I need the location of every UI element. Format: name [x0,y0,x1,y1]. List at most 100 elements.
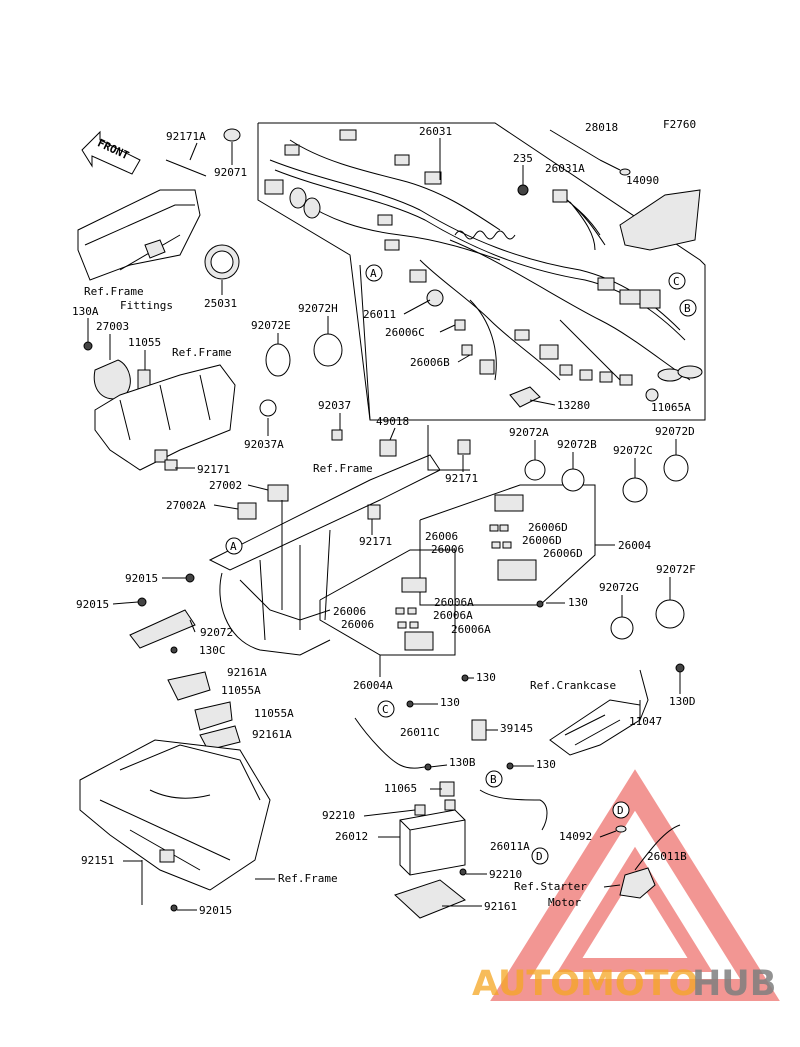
part-label: 26006A [451,623,491,636]
part-label: 26012 [335,830,368,843]
circle-ref-D-2: D [612,801,630,819]
part-label: 130C [199,644,226,657]
part-label: 92072C [613,444,653,457]
part-label: 11055A [254,707,294,720]
starter-motor-drawing [615,824,681,899]
ref-label: Ref.Crankcase [530,679,616,692]
part-label: 130 [440,696,460,709]
part-labels: 92171A 92071 26031 235 28018 26031A 1409… [72,121,696,917]
leader-lines [87,138,681,911]
part-label: 92072B [557,438,597,451]
ref-label: Fittings [120,299,173,312]
part-label: 26011C [400,726,440,739]
part-label: 26006 [333,605,366,618]
part-label: 92071 [214,166,247,179]
circle-ref-D-1: D [531,847,549,865]
watermark-text-part2: HUB [692,964,776,1004]
frame-fittings-drawing [77,189,201,281]
watermark-text-part1: AUTOMOTO [472,964,698,1004]
part-label: 92171 [197,463,230,476]
part-label: 92072G [599,581,639,594]
part-label: 26011A [490,840,530,853]
part-label: 27002A [166,499,206,512]
lower-frame-drawing [79,739,271,912]
part-label: 49018 [376,415,409,428]
part-label: 130 [476,671,496,684]
part-label: 235 [513,152,533,165]
part-label: 130B [449,756,476,769]
part-label: 13280 [557,399,590,412]
circle-ref-A-1: A [365,264,383,282]
svg-text:B: B [490,773,497,786]
battery-drawing [394,799,467,919]
part-label: 92161 [484,900,517,913]
part-label: 26006A [433,609,473,622]
part-label: 26006A [434,596,474,609]
part-label: 26006D [522,534,562,547]
part-label: 26006B [410,356,450,369]
part-label: 11065 [384,782,417,795]
part-label: 14092 [559,830,592,843]
part-label: 11065A [651,401,691,414]
part-label: 39145 [500,722,533,735]
part-label: 92072A [509,426,549,439]
crankcase-drawing [549,663,685,756]
part-label: 25031 [204,297,237,310]
part-label: 130A [72,305,99,318]
part-label: 26006 [431,543,464,556]
part-label: 26011 [363,308,396,321]
part-label: 26031A [545,162,585,175]
part-label: 92151 [81,854,114,867]
part-label: 92015 [76,598,109,611]
circle-ref-C-1: C [668,272,686,290]
part-label: 92037 [318,399,351,412]
part-label: 26006D [543,547,583,560]
part-label: 130 [568,596,588,609]
part-label: 92072D [655,425,695,438]
part-label: 92171 [445,472,478,485]
part-label: 92171 [359,535,392,548]
part-label: 14090 [626,174,659,187]
part-label: 130 [536,758,556,771]
ref-label: Ref.Starter [514,880,587,893]
part-label: 27002 [209,479,242,492]
circle-ref-B-1: B [679,299,697,317]
part-label: 11047 [629,715,662,728]
watermark-logo-graphic [490,769,780,1001]
part-label: 92072H [298,302,338,315]
svg-text:A: A [370,267,377,280]
part-label: 26006 [341,618,374,631]
part-label: 92037A [244,438,284,451]
part-label: 92161A [227,666,267,679]
svg-text:C: C [382,703,389,716]
part-label: 28018 [585,121,618,134]
part-label: 11055 [128,336,161,349]
front-arrow-icon: FRONT [81,130,141,175]
part-label: 92015 [125,572,158,585]
ref-label: Motor [548,896,581,909]
figure-code: F2760 [663,118,696,131]
circle-ref-C-2: C [377,700,395,718]
part-label: 92072 [200,626,233,639]
part-label: 26006D [528,521,568,534]
part-label: 92210 [322,809,355,822]
watermark-logo: AUTOMOTO HUB [472,964,776,1004]
main-wiring-harness [264,129,703,408]
part-label: 92171A [166,130,206,143]
ref-label: Ref.Frame [84,285,144,298]
part-label: 26004 [618,539,651,552]
svg-text:D: D [536,850,543,863]
part-label: 92210 [489,868,522,881]
horn-assembly [83,341,236,471]
part-label: 92161A [252,728,292,741]
circle-ref-A-2: A [225,537,243,555]
part-label: 92072E [251,319,291,332]
part-label: 130D [669,695,696,708]
svg-text:C: C [673,275,680,288]
part-label: 27003 [96,320,129,333]
part-label: 26011B [647,850,687,863]
part-label: 26031 [419,125,452,138]
circle-ref-B-2: B [485,770,503,788]
part-label: 26006 [425,530,458,543]
